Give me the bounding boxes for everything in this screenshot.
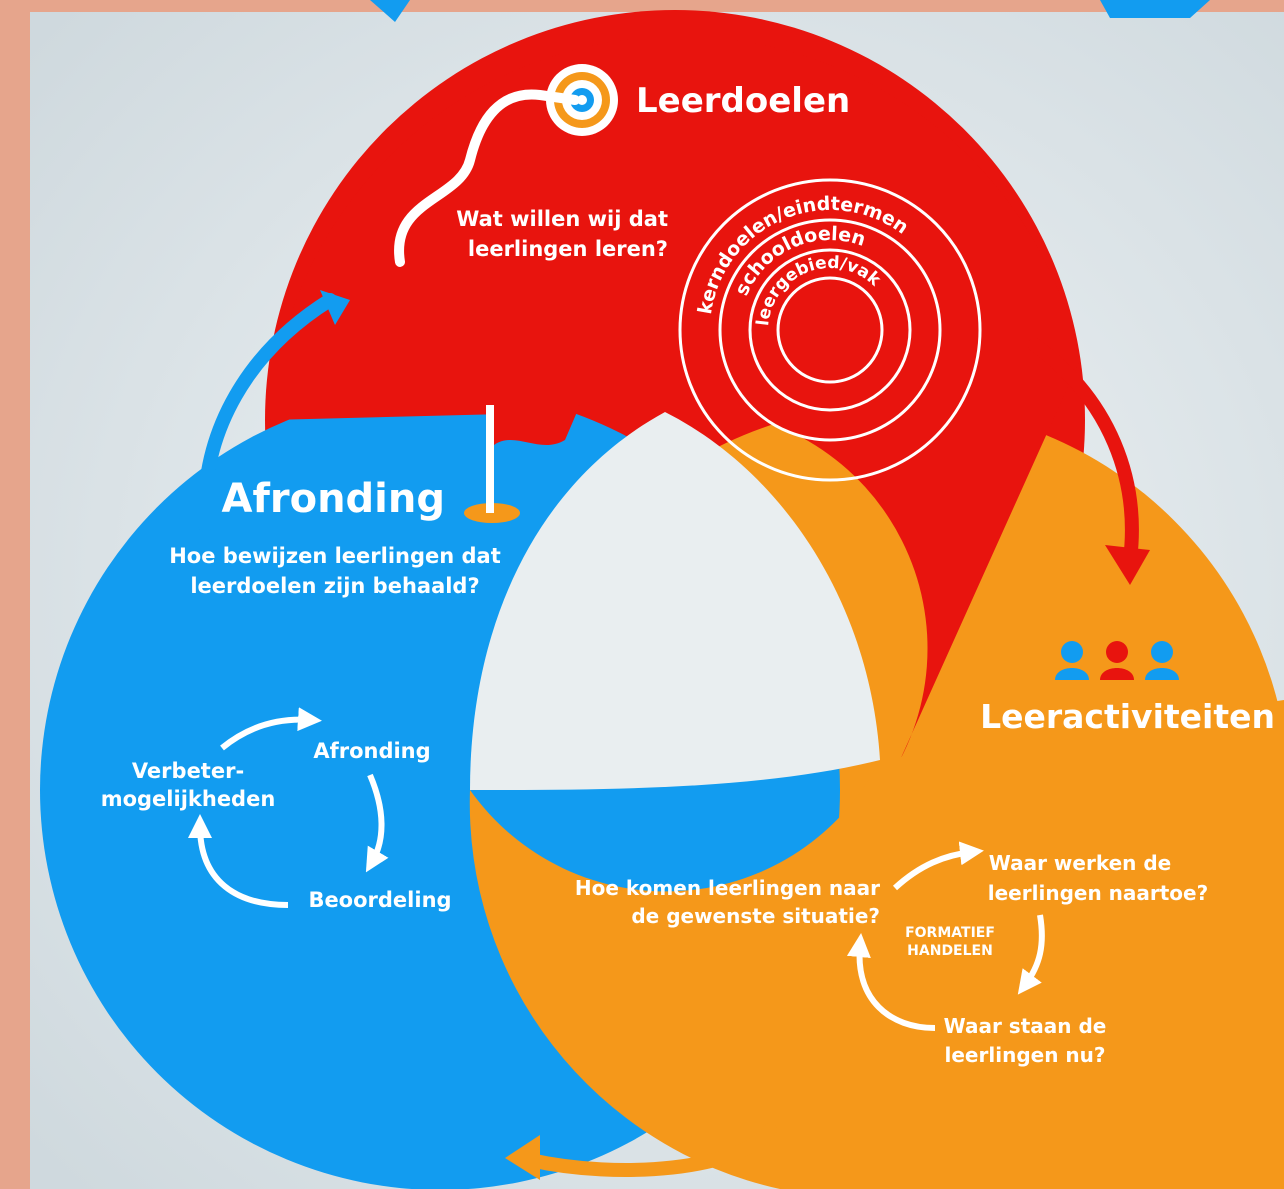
cycle-waar-werken-line1: Waar werken de xyxy=(989,851,1171,875)
leerdoelen-question-line2: leerlingen leren? xyxy=(468,237,668,261)
leeractiviteiten-title: Leeractiviteiten xyxy=(980,697,1275,736)
leerdoelen-to-leeractiviteiten-arrow xyxy=(1028,338,1139,567)
leeractiviteiten-overlap xyxy=(469,700,1284,1189)
squiggle-line xyxy=(394,89,580,267)
formatief-label-line2: HANDELEN xyxy=(907,943,993,959)
center-hole xyxy=(470,412,880,790)
flag-icon xyxy=(464,402,580,523)
afronding-question-line2: leerdoelen zijn behaald? xyxy=(190,574,479,598)
cycle-afronding-label: Afronding xyxy=(313,739,430,763)
cycle-arrow-up-left xyxy=(846,933,936,1031)
formatief-label-line1: FORMATIEF xyxy=(905,925,995,941)
left-accent-strip xyxy=(0,0,30,1189)
cycle-verbeter-label-line1: Verbeter- xyxy=(132,759,244,783)
leeractiviteiten-to-afronding-arrow xyxy=(523,1123,777,1177)
cycle-arrow-right xyxy=(365,773,389,873)
afronding-title: Afronding xyxy=(222,476,446,522)
top-accent-strip xyxy=(0,0,1284,12)
corner-blue-shape xyxy=(1100,0,1210,18)
cycle-arrow-top xyxy=(220,707,322,751)
afronding-question-line1: Hoe bewijzen leerlingen dat xyxy=(169,544,501,568)
cycle-arrow-left xyxy=(188,814,289,908)
cycle-verbeter-label-line2: mogelijkheden xyxy=(101,787,276,811)
cycle-waar-staan-line1: Waar staan de xyxy=(944,1014,1107,1038)
afronding-to-leerdoelen-arrow xyxy=(197,293,337,532)
afronding-cycle: Afronding Verbeter- mogelijkheden Beoord… xyxy=(101,707,452,912)
leeractiviteiten-arrowhead xyxy=(505,1135,540,1180)
leerdoelen-arrowhead xyxy=(1105,545,1150,585)
cycle-arrow-top-right xyxy=(892,841,984,891)
leeractiviteiten-cycle: Waar werken de leerlingen naartoe? FORMA… xyxy=(846,841,1208,1067)
target-icon xyxy=(546,64,618,136)
corner-arrow-shape xyxy=(370,0,410,22)
cycle-arrow-down xyxy=(1017,914,1045,995)
afronding-arrowhead xyxy=(320,290,350,325)
cycle-beoordeling-label: Beoordeling xyxy=(308,888,451,912)
people-icon xyxy=(1055,641,1179,680)
leerdoelen-question-line1: Wat willen wij dat xyxy=(456,207,668,231)
leeractiviteiten-question-line1: Hoe komen leerlingen naar xyxy=(575,876,880,900)
leerdoelen-overlap xyxy=(270,36,1080,760)
leeractiviteiten-question-line2: de gewenste situatie? xyxy=(631,904,880,928)
cycle-waar-werken-line2: leerlingen naartoe? xyxy=(988,881,1208,905)
leerdoelen-title: Leerdoelen xyxy=(636,81,850,121)
cycle-waar-staan-line2: leerlingen nu? xyxy=(945,1043,1106,1067)
